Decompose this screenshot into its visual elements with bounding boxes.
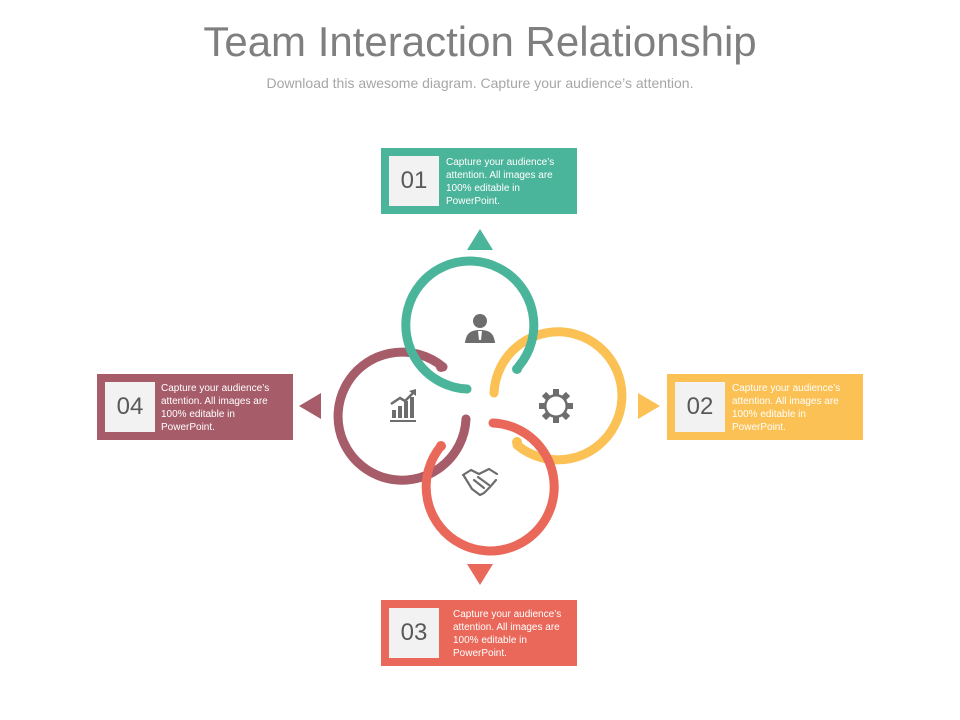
step-text: Capture your audience’s attention. All i…: [732, 383, 841, 433]
arrow-down: [467, 564, 493, 585]
gear-icon: [539, 389, 573, 423]
handshake-icon: [461, 467, 499, 497]
step-text: Capture your audience’s attention. All i…: [161, 383, 270, 433]
ring-yellow: [489, 327, 627, 465]
step-box-04: 04 Capture your audience’s attention. Al…: [97, 374, 293, 440]
step-box-01: 01 Capture your audience’s attention. Al…: [381, 148, 577, 214]
step-text: Capture your audience’s attention. All i…: [446, 157, 555, 207]
growth-chart-icon: [390, 389, 416, 422]
page-subtitle: Download this awesome diagram. Capture y…: [266, 75, 694, 91]
step-number: 04: [105, 382, 155, 432]
ring-maroon: [333, 347, 471, 485]
dot-teal: [512, 364, 522, 374]
step-text: Capture your audience’s attention. All i…: [453, 609, 562, 659]
arrow-up: [467, 229, 493, 250]
step-number: 02: [675, 382, 725, 432]
arrow-right: [638, 393, 660, 419]
ring-teal: [401, 256, 539, 394]
person-icon: [465, 314, 495, 343]
step-number: 01: [389, 156, 439, 206]
dot-coral: [436, 441, 446, 451]
page-title: Team Interaction Relationship: [203, 18, 757, 65]
dot-yellow: [512, 437, 522, 447]
dot-maroon: [436, 362, 446, 372]
step-box-03: 03 Capture your audience’s attention. Al…: [381, 600, 577, 666]
step-number: 03: [389, 608, 439, 658]
step-box-02: Capture your audience’s attention. All i…: [667, 374, 863, 440]
ring-coral: [421, 418, 559, 556]
arrow-left: [299, 393, 321, 419]
